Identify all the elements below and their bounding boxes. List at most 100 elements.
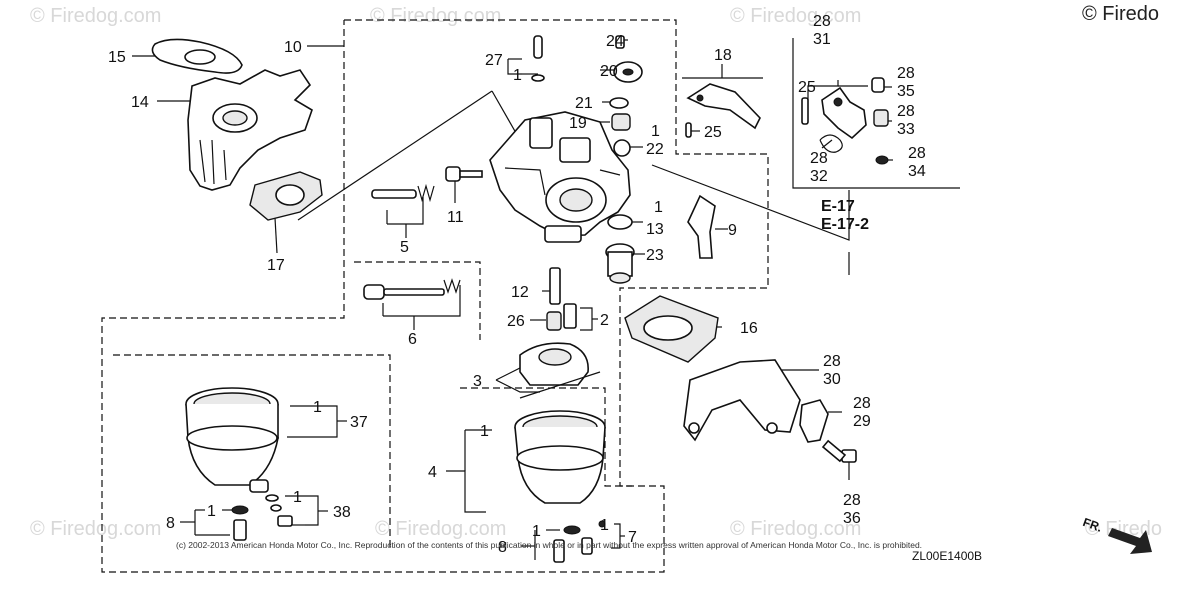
gasket-15 xyxy=(151,38,243,74)
callout-25: 25 xyxy=(704,124,722,141)
bracket-30 xyxy=(683,359,801,442)
callout-11: 11 xyxy=(447,209,464,226)
watermark: © Firedog.com xyxy=(370,5,501,27)
callout-1: 1 xyxy=(600,517,609,534)
callout-26: 26 xyxy=(507,313,525,330)
callout-23: 23 xyxy=(646,247,664,264)
reference-page[interactable]: E-17 xyxy=(821,198,855,215)
callout-13: 13 xyxy=(646,221,664,238)
callout-28: 28 xyxy=(897,103,915,120)
front-arrow-icon xyxy=(1108,528,1152,554)
clip-29 xyxy=(799,399,829,443)
callout-17: 17 xyxy=(267,257,285,274)
lever-18 xyxy=(686,83,761,130)
callout-25: 25 xyxy=(798,79,816,96)
watermark: © Firedog.com xyxy=(30,5,161,27)
callout-6: 6 xyxy=(408,331,417,348)
front-marker: FR. xyxy=(1081,515,1104,535)
callout-28: 28 xyxy=(897,65,915,82)
callout-28: 28 xyxy=(908,145,926,162)
callout-31: 31 xyxy=(813,31,831,48)
callout-1: 1 xyxy=(313,399,322,416)
callout-22: 22 xyxy=(646,141,664,158)
callout-2: 2 xyxy=(600,312,609,329)
watermark: © Firedog.com xyxy=(30,518,161,540)
callout-28: 28 xyxy=(823,353,841,370)
callout-14: 14 xyxy=(131,94,149,111)
cover-20 xyxy=(613,61,643,83)
watermark: © Firedog.com xyxy=(730,5,861,27)
callout-24: 24 xyxy=(606,33,624,50)
callout-1: 1 xyxy=(654,199,663,216)
bracket-14 xyxy=(187,69,313,191)
callout-28: 28 xyxy=(853,395,871,412)
screw-set-6 xyxy=(363,278,461,300)
callout-9: 9 xyxy=(728,222,737,239)
screw-27 xyxy=(531,35,545,82)
callout-32: 32 xyxy=(810,168,828,185)
pin-25 xyxy=(685,122,692,138)
callout-19: 19 xyxy=(569,115,587,132)
callout-28: 28 xyxy=(843,492,861,509)
callout-28: 28 xyxy=(810,150,828,167)
part-illustrations xyxy=(151,35,1152,563)
callout-12: 12 xyxy=(511,284,529,301)
part-2 xyxy=(563,303,577,329)
oring-13 xyxy=(607,214,633,230)
gear-22 xyxy=(613,139,631,157)
callout-27: 27 xyxy=(485,52,503,69)
callout-4: 4 xyxy=(428,464,437,481)
callout-1: 1 xyxy=(532,523,541,540)
callout-1: 1 xyxy=(207,503,216,520)
callout-33: 33 xyxy=(897,121,915,138)
callout-36: 36 xyxy=(843,510,861,527)
float-bowl-4 xyxy=(514,410,606,504)
callout-38: 38 xyxy=(333,504,351,521)
callout-1: 1 xyxy=(480,423,489,440)
brand-mark: © Firedo xyxy=(1082,3,1159,25)
callout-20: 20 xyxy=(600,63,618,80)
callout-1: 1 xyxy=(513,67,522,84)
float-3 xyxy=(519,342,601,399)
callout-21: 21 xyxy=(575,95,593,112)
reference-frame xyxy=(792,38,960,189)
callout-8: 8 xyxy=(166,515,175,532)
callout-30: 30 xyxy=(823,371,841,388)
idle-screw-5 xyxy=(371,183,435,203)
jet-12 xyxy=(549,267,561,305)
callout-3: 3 xyxy=(473,373,482,390)
callout-15: 15 xyxy=(108,49,126,66)
callout-1: 1 xyxy=(293,489,302,506)
copyright-notice: (c) 2002-2013 American Honda Motor Co., … xyxy=(176,540,922,550)
callout-35: 35 xyxy=(897,83,915,100)
screw-24 xyxy=(615,35,625,49)
callout-5: 5 xyxy=(400,239,409,256)
gasket-17 xyxy=(249,171,323,221)
watermark: © Firedog.com xyxy=(730,518,861,540)
callout-18: 18 xyxy=(714,47,732,64)
reference-page[interactable]: E-17-2 xyxy=(821,216,869,233)
fitting-23 xyxy=(605,243,635,284)
gasket-16 xyxy=(624,295,719,363)
callout-labels: 15 14 10 17 27 1 24 20 21 19 1 22 25 18 … xyxy=(108,13,926,556)
bolt-11 xyxy=(445,166,483,182)
callout-10: 10 xyxy=(284,39,302,56)
lever-set-31 xyxy=(801,77,889,165)
valve-19 xyxy=(611,113,631,131)
drain-hardware-center xyxy=(553,520,606,563)
choke-9 xyxy=(687,194,716,259)
callout-8: 8 xyxy=(498,539,507,556)
watermark: © Firedog.com xyxy=(375,518,506,540)
callout-1: 1 xyxy=(651,123,660,140)
callout-29: 29 xyxy=(853,413,871,430)
washer-21 xyxy=(609,97,629,109)
callout-28: 28 xyxy=(813,13,831,30)
watermark-layer: © Firedog.com © Firedog.com © Firedog.co… xyxy=(30,5,1162,540)
callout-37: 37 xyxy=(350,414,368,431)
callout-34: 34 xyxy=(908,163,926,180)
callout-16: 16 xyxy=(740,320,758,337)
callout-7: 7 xyxy=(628,529,637,546)
bolt-36 xyxy=(821,439,857,463)
float-bowl-37 xyxy=(185,387,279,493)
